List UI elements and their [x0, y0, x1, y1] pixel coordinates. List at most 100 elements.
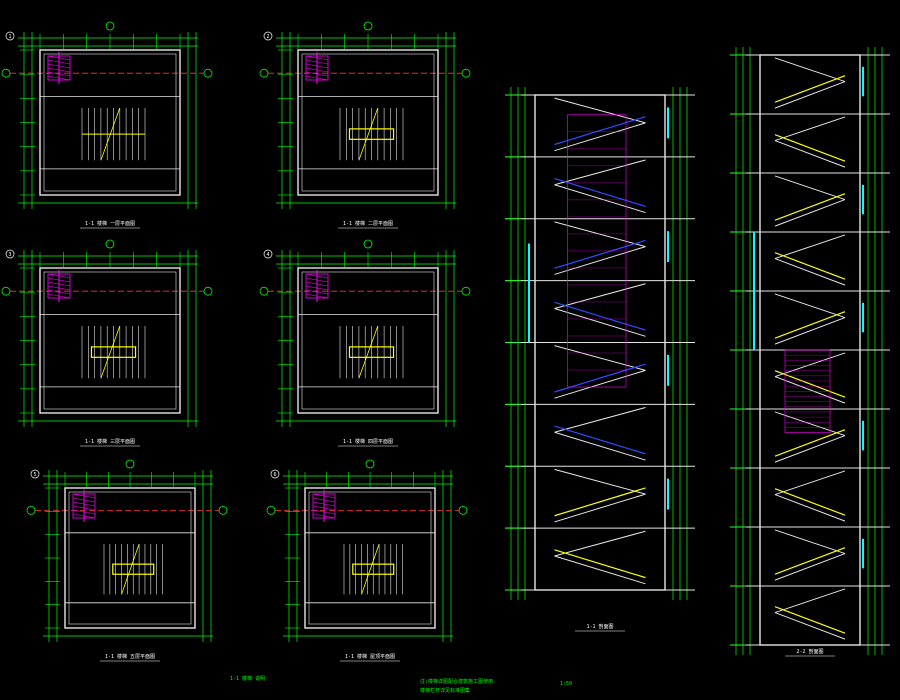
- handrail: [774, 75, 846, 103]
- stair-flight: [774, 376, 846, 404]
- stair-landing-rail: [90, 346, 137, 358]
- axis-bubble: [105, 239, 115, 249]
- stair-flight: [774, 529, 846, 555]
- stair-flight: [554, 493, 646, 523]
- handrail: [554, 549, 646, 579]
- handrail: [774, 606, 846, 634]
- wall-outline: [297, 49, 439, 196]
- stair-arrow: [361, 543, 380, 595]
- stair-arrow: [100, 107, 121, 161]
- stair-flight: [774, 293, 846, 319]
- stair-flight: [774, 175, 846, 201]
- stair-flight: [554, 159, 646, 186]
- axis-bubble: [363, 21, 373, 31]
- plan-index-label: 6: [273, 472, 276, 478]
- axis-bubble: [461, 286, 471, 296]
- axis-bubble: [1, 286, 11, 296]
- stair-flight: [774, 258, 846, 286]
- stair-flight: [554, 221, 646, 248]
- stair-flight: [774, 553, 846, 581]
- wall-inner: [308, 491, 432, 625]
- stair-flight: [554, 184, 646, 214]
- plan-title: 1-1 楼梯 一层平面图: [85, 220, 135, 227]
- stair-flight: [554, 97, 646, 124]
- stair-plan: 6 1-1 楼梯 屋顶平面图: [266, 459, 468, 662]
- stair-flight: [554, 431, 646, 461]
- stair-flight: [554, 468, 646, 495]
- stair-flight: [554, 369, 646, 399]
- stair-plan: 3 1-1 楼梯 三层平面图: [1, 239, 213, 447]
- axis-bubble: [259, 286, 269, 296]
- wall-inner: [68, 491, 192, 625]
- stair-flight: [774, 116, 846, 142]
- stair-flight: [554, 555, 646, 585]
- stair-flight: [774, 199, 846, 227]
- stair-flight: [554, 307, 646, 337]
- axis-bubble: [218, 505, 228, 515]
- plan-index-label: 3: [8, 252, 11, 258]
- stair-flight: [774, 612, 846, 640]
- wall-outline: [297, 267, 439, 414]
- handrail: [774, 311, 846, 339]
- stair-flight: [554, 345, 646, 371]
- footer-note: 1:50: [560, 681, 572, 687]
- stair-flight: [554, 122, 646, 152]
- axis-bubble: [203, 68, 213, 78]
- stair-landing-rail: [348, 346, 395, 358]
- stair-flight: [554, 406, 646, 433]
- stair-plan: 4 1-1 楼梯 四层平面图: [259, 239, 471, 447]
- stair-flight: [774, 470, 846, 496]
- stair-flight: [554, 530, 646, 557]
- stair-flight: [774, 588, 846, 614]
- stair-arrow: [121, 543, 140, 595]
- axis-bubble: [365, 459, 375, 469]
- plan-title: 1-1 楼梯 五层平面图: [105, 653, 155, 660]
- plan-index-bubble: [263, 249, 273, 259]
- axis-bubble: [105, 21, 115, 31]
- plan-index-label: 5: [33, 472, 36, 478]
- axis-bubble: [203, 286, 213, 296]
- axis-bubble: [259, 68, 269, 78]
- plan-index-label: 2: [266, 34, 269, 40]
- plan-index-bubble: [5, 249, 15, 259]
- footer-note: 楼梯栏杆详见标准图集: [420, 687, 470, 694]
- stair-arrow: [358, 325, 379, 379]
- wall-inner: [301, 53, 435, 192]
- plan-index-label: 4: [266, 252, 269, 258]
- stair-plan: 21-1 楼梯 二层平面图: [259, 21, 471, 229]
- stair-arrow: [358, 107, 379, 161]
- plan-title: 1-1 楼梯 三层平面图: [85, 438, 135, 445]
- stair-flight: [774, 435, 846, 463]
- wall-outline: [64, 487, 196, 629]
- stair-flight: [554, 283, 646, 309]
- plan-title: 1-1 楼梯 四层平面图: [343, 438, 393, 445]
- stair-plan: 5 1-1 楼梯 五层平面图: [26, 459, 228, 662]
- section-title: 1-1 剖面图: [586, 623, 613, 630]
- handrail: [554, 301, 646, 331]
- handrail: [554, 363, 646, 393]
- axis-bubble: [266, 505, 276, 515]
- footer-note: 1-1 楼梯 说明: [230, 675, 265, 682]
- wall-inner: [43, 53, 177, 192]
- stair-landing-rail: [348, 128, 395, 140]
- stair-flight: [774, 140, 846, 168]
- axis-bubble: [1, 68, 11, 78]
- wall-outline: [39, 267, 181, 414]
- plan-index-label: 1: [8, 34, 11, 40]
- wall-inner: [43, 271, 177, 410]
- plan-title: 1-1 楼梯 屋顶平面图: [345, 653, 395, 660]
- plan-index-bubble: [30, 469, 40, 479]
- handrail: [554, 177, 646, 207]
- wall-outline: [304, 487, 436, 629]
- handrail: [554, 116, 646, 146]
- handrail: [554, 425, 646, 455]
- stair-flight: [774, 411, 846, 437]
- stair-flight: [554, 246, 646, 275]
- footer-note: 注:楼梯详图配合建筑施工图使用: [420, 678, 493, 685]
- axis-bubble: [363, 239, 373, 249]
- stair-flight: [774, 57, 846, 83]
- axis-bubble: [461, 68, 471, 78]
- handrail: [774, 193, 846, 221]
- stair-plan-group: 1 1-1 楼梯 一层平面图 21-1 楼梯 二层平面图 3 1-1 楼梯 三层平面图 4…: [1, 21, 471, 662]
